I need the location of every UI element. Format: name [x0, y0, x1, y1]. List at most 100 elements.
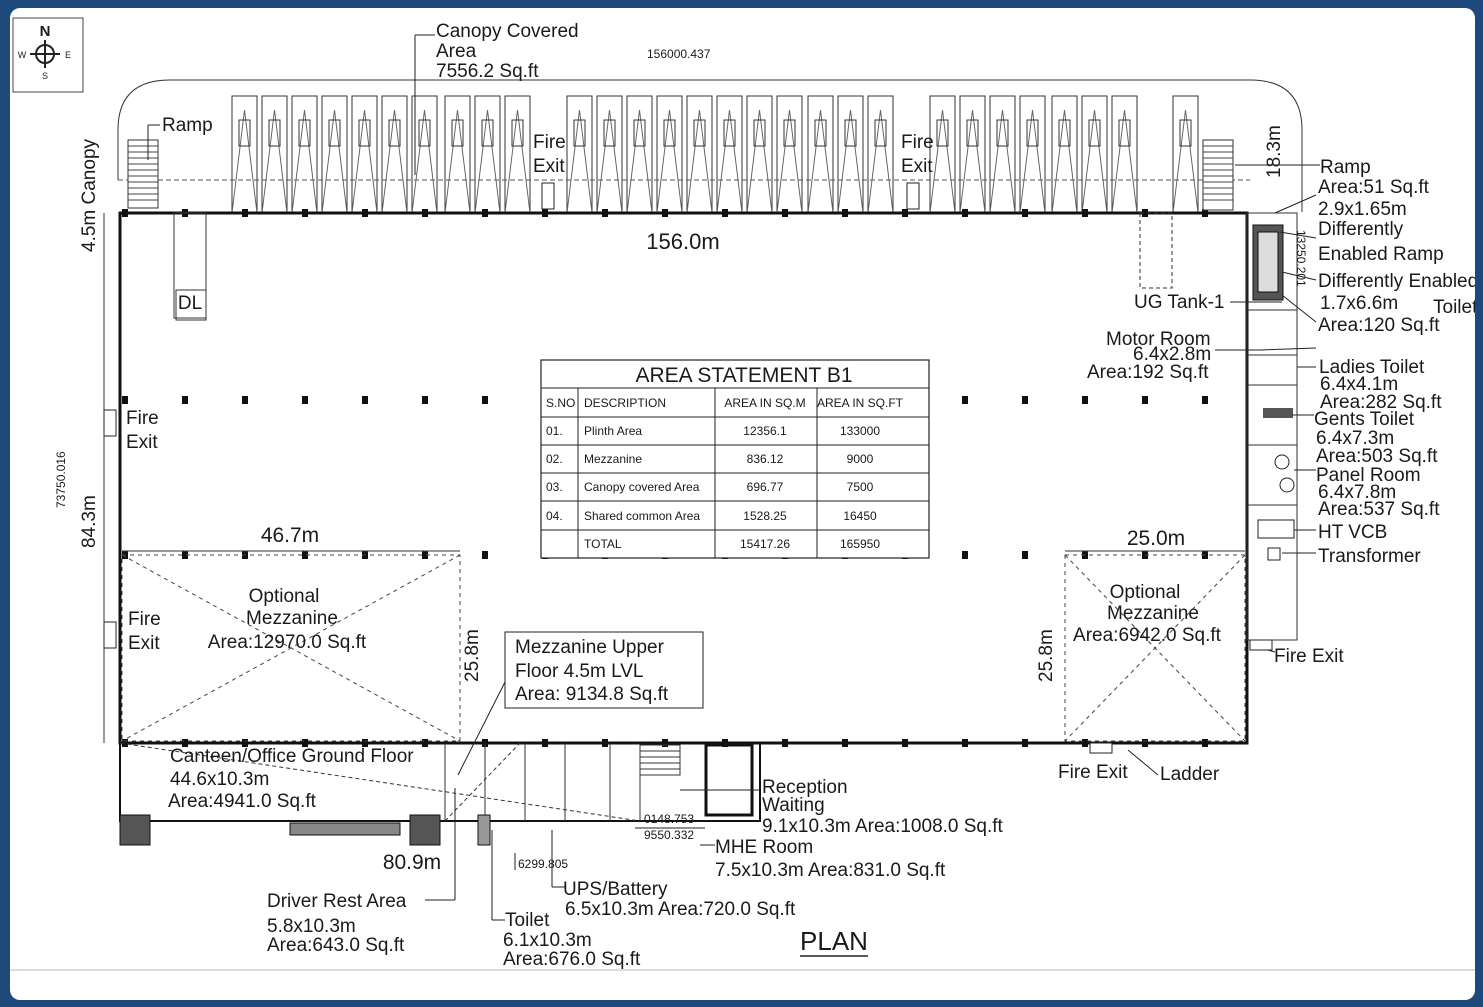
top-coordinate: 156000.437: [647, 47, 711, 61]
table-cell: 02.: [546, 452, 563, 466]
fire-exit-left2-l2: Exit: [128, 633, 160, 654]
diff-toilet-l3: Toilet: [1433, 297, 1475, 318]
canopy-covered-l3: 7556.2 Sq.ft: [436, 61, 539, 82]
compass-n: N: [40, 23, 51, 40]
mhe-room-l1: MHE Room: [715, 837, 813, 858]
column: [182, 551, 188, 559]
column: [242, 396, 248, 404]
motor-room-l3: Area:192 Sq.ft: [1087, 362, 1209, 383]
table-header-cell: AREA IN SQ.M: [724, 396, 805, 410]
table-cell: 7500: [847, 480, 874, 494]
column: [182, 396, 188, 404]
canteen-l3: Area:4941.0 Sq.ft: [168, 791, 317, 812]
floor-plan-drawing: N S E W: [10, 17, 1475, 971]
canopy-covered-l2: Area: [436, 41, 477, 62]
ramp-right-l1: Ramp: [1320, 157, 1371, 178]
ladies-toilet-l1: Ladies Toilet: [1319, 357, 1425, 378]
table-cell: 165950: [840, 537, 880, 551]
transformer-label: Transformer: [1318, 546, 1421, 567]
left-coordinate: 73750.016: [54, 451, 68, 508]
panel-room-l1: Panel Room: [1316, 465, 1421, 486]
dl-label: DL: [178, 293, 202, 314]
toilet-l1: Toilet: [505, 910, 550, 931]
mezz-left-l2: Mezzanine: [246, 608, 338, 629]
table-header-cell: S.NO: [546, 396, 575, 410]
mezz-right-l2: Mezzanine: [1107, 603, 1199, 624]
mezz-left-l3: Area:12970.0 Sq.ft: [208, 632, 367, 653]
table-cell: 15417.26: [740, 537, 790, 551]
driver-rest-fixtures: [119, 814, 491, 846]
ramp-right-shape: [1202, 139, 1234, 211]
diff-ramp-l1: Differently: [1318, 219, 1404, 240]
plan-title: PLAN: [800, 926, 868, 956]
column: [422, 396, 428, 404]
table-cell: 01.: [546, 424, 563, 438]
ramp-left-label: Ramp: [162, 115, 213, 136]
gents-toilet-l1: Gents Toilet: [1314, 409, 1415, 430]
mezzanine-left-outline: [121, 554, 461, 742]
ups-battery-l1: UPS/Battery: [563, 879, 668, 900]
column: [962, 551, 968, 559]
table-cell: Shared common Area: [584, 509, 700, 523]
ladies-toilet-l2: 6.4x4.1m: [1320, 374, 1398, 395]
table-header-cell: AREA IN SQ.FT: [817, 396, 904, 410]
canopy-outline: [117, 79, 1303, 212]
driver-rest-l1: Driver Rest Area: [267, 891, 407, 912]
reception-l1: Reception: [762, 777, 848, 798]
table-cell: 133000: [840, 424, 880, 438]
fire-exit-markers: [103, 182, 1273, 754]
gents-toilet-l3: Area:503 Sq.ft: [1316, 446, 1438, 467]
diff-ramp-l2: Enabled Ramp: [1318, 244, 1444, 265]
fire-exit-right-label: Fire Exit: [1274, 646, 1344, 667]
driver-rest-l3: Area:643.0 Sq.ft: [267, 935, 405, 956]
column: [482, 396, 488, 404]
dock-leveler: [173, 212, 207, 319]
fire-exit-left1-l2: Exit: [126, 432, 158, 453]
fire-exit-bottom-label: Fire Exit: [1058, 762, 1128, 783]
mezz-right-l1: Optional: [1110, 582, 1181, 603]
dim-mezz-h2: 25.8m: [1036, 629, 1057, 682]
table-title: AREA STATEMENT B1: [635, 364, 852, 387]
table-header-cell: DESCRIPTION: [584, 396, 666, 410]
ups-battery-l2: 6.5x10.3m Area:720.0 Sq.ft: [565, 899, 796, 920]
canteen-l1: Canteen/Office Ground Floor: [170, 746, 414, 767]
fire-exit-left1-l1: Fire: [126, 408, 159, 429]
column: [1082, 396, 1088, 404]
mezz-left-l1: Optional: [249, 586, 320, 607]
dl-box: [175, 289, 207, 321]
table-cell: 03.: [546, 480, 563, 494]
column: [122, 396, 128, 404]
table-cell: 696.77: [747, 480, 784, 494]
coord-a: 0148.753: [644, 812, 694, 826]
dim-depth-label: 84.3m: [79, 495, 100, 548]
diff-toilet-l1: Differently Enabled: [1318, 271, 1475, 292]
mezz-upper-l1: Mezzanine Upper: [515, 637, 665, 658]
reception-stairs: [639, 743, 754, 817]
table-cell: Plinth Area: [584, 424, 642, 438]
compass-w: W: [18, 50, 27, 60]
column: [962, 396, 968, 404]
drawing-sheet: N S E W: [10, 8, 1475, 1000]
ug-tank-label: UG Tank-1: [1134, 292, 1224, 313]
area-statement-table: AREA STATEMENT B1 S.NO DESCRIPTION AREA IN…: [540, 359, 930, 559]
canopy-covered-l1: Canopy Covered: [436, 21, 579, 42]
column: [1022, 396, 1028, 404]
ladies-toilet-l3: Area:282 Sq.ft: [1320, 392, 1442, 413]
fire-exit-left2-l1: Fire: [128, 609, 161, 630]
mezzanine-upper-leader: [457, 681, 506, 776]
panel-room-l3: Area:537 Sq.ft: [1318, 499, 1440, 520]
dim-canopy-depth: 18.3m: [1264, 125, 1285, 178]
mezz-upper-l3: Area: 9134.8 Sq.ft: [515, 684, 669, 705]
ladder-label: Ladder: [1160, 764, 1220, 785]
gents-toilet-l2: 6.4x7.3m: [1316, 428, 1394, 449]
fire-exit-top1-l1: Fire: [533, 132, 566, 153]
diff-toilet-l2: 1.7x6.6m: [1320, 293, 1398, 314]
driver-rest-l2: 5.8x10.3m: [267, 916, 356, 937]
toilet-l3: Area:676.0 Sq.ft: [503, 949, 641, 970]
motor-room-l1: Motor Room: [1106, 329, 1211, 350]
table-cell: TOTAL: [584, 537, 622, 551]
ht-vcb-label: HT VCB: [1318, 522, 1387, 543]
table-cell: 04.: [546, 509, 563, 523]
service-block: [1246, 212, 1298, 641]
dock-leveler-right: [1139, 212, 1173, 289]
